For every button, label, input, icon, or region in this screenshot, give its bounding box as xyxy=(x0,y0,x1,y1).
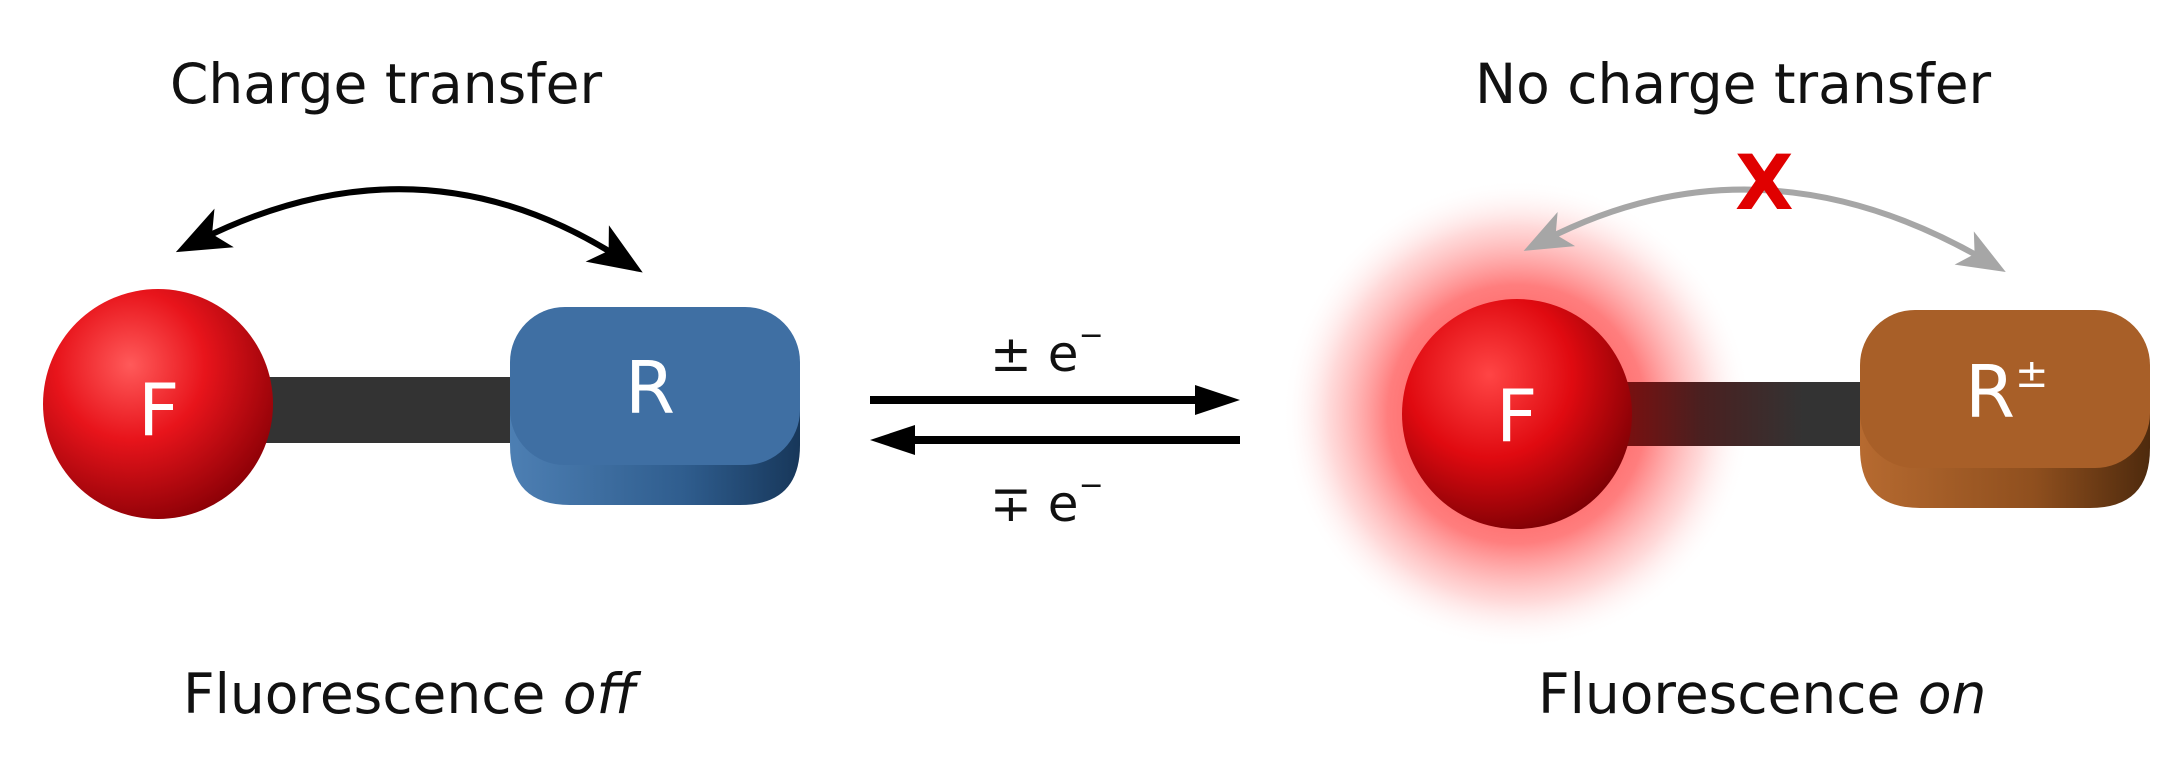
fluorophore-right xyxy=(1402,299,1632,529)
right-status-prefix: Fluorescence xyxy=(1538,662,1918,726)
blocked-mark: X xyxy=(1735,138,1794,227)
receptor-right-charge: ± xyxy=(2015,351,2049,397)
fluorophore-right-label: F xyxy=(1496,374,1538,458)
forward-label-text: ± e xyxy=(990,325,1079,383)
reverse-label-text: ∓ e xyxy=(990,475,1079,533)
forward-electron-sign: − xyxy=(1078,318,1104,353)
left-status: Fluorescence off xyxy=(183,662,636,726)
blocked-transfer-arrow xyxy=(1523,186,2006,272)
reverse-electron-sign: − xyxy=(1078,468,1104,503)
linker-right xyxy=(1600,382,1890,446)
reverse-label: ∓ e− xyxy=(990,468,1104,533)
fluorophore-left xyxy=(43,289,273,519)
receptor-charged xyxy=(1860,310,2150,508)
left-status-state: off xyxy=(562,662,637,726)
receptor-left-label: R xyxy=(625,346,676,430)
charge-transfer-arrow xyxy=(175,186,643,273)
right-status: Fluorescence on xyxy=(1538,662,1986,726)
right-panel xyxy=(1282,179,2150,649)
forward-label: ± e− xyxy=(990,318,1104,383)
equilibrium-arrows xyxy=(870,385,1240,455)
left-status-prefix: Fluorescence xyxy=(183,662,563,726)
fluorophore-left-label: F xyxy=(138,368,180,452)
right-title: No charge transfer xyxy=(1475,52,1992,116)
left-panel xyxy=(43,186,800,519)
right-status-state: on xyxy=(1917,662,1987,726)
left-title: Charge transfer xyxy=(170,52,603,116)
receptor-neutral xyxy=(510,307,800,505)
receptor-right-letter: R xyxy=(1965,350,2016,434)
receptor-right-label: R± xyxy=(1965,350,2049,434)
linker-left xyxy=(250,377,540,443)
